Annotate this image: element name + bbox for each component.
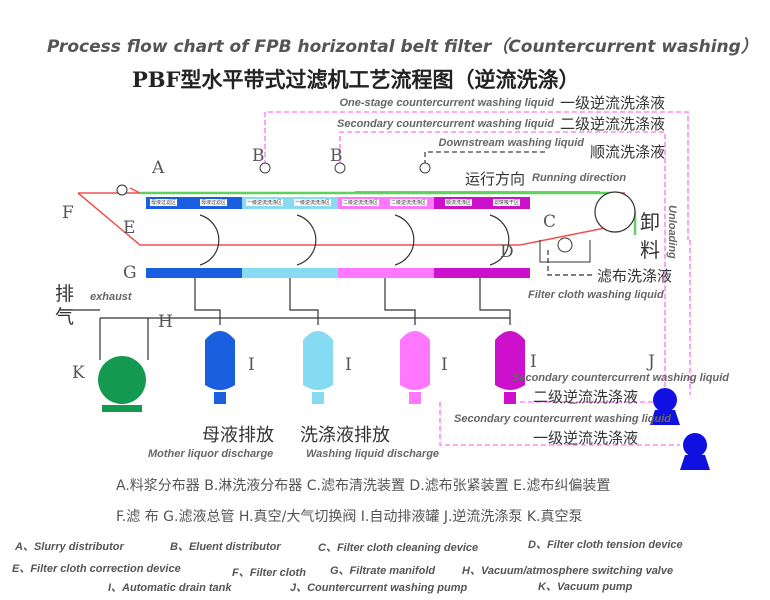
secondary-line xyxy=(339,131,666,410)
zone-label: 滤饼吸干区 xyxy=(493,199,521,206)
label-a: A xyxy=(152,158,165,178)
legend-en-a: A、Slurry distributor xyxy=(15,541,124,553)
label-k: K xyxy=(72,363,85,383)
manifold-purple xyxy=(434,268,530,278)
wash-lines xyxy=(264,111,691,446)
legend-en-c: C、Filter cloth cleaning device xyxy=(318,542,479,554)
label-d: D xyxy=(500,242,514,262)
legend-en-e: E、Filter cloth correction device xyxy=(12,563,181,575)
one-stage-label-cn: 一级逆流洗涤液 xyxy=(560,94,666,112)
downstream-label-cn: 顺流洗涤液 xyxy=(590,143,666,161)
sec-pump-label-cn: 二级逆流洗涤液 xyxy=(533,388,639,406)
drain-tank-lightblue xyxy=(303,331,333,390)
zone-label: 母液过滤区 xyxy=(200,199,228,206)
exhaust-cn-2: 气 xyxy=(55,306,75,328)
cloth-cleaning-tank xyxy=(539,240,591,263)
zone-label: 顺流洗涤区 xyxy=(445,199,473,206)
running-direction-en: Running direction xyxy=(532,172,627,184)
eluent-distributor-icon xyxy=(259,162,271,174)
cloth-wash-en: Filter cloth washing liquid xyxy=(528,289,664,301)
pump-line-3 xyxy=(439,402,680,446)
zone-label: 一级逆流洗涤区 xyxy=(246,199,284,206)
legend-en-d: D、Filter cloth tension device xyxy=(528,539,683,551)
legend-cn-line2: F.滤 布 G.滤液总管 H.真空/大气切换阀 I.自动排液罐 J.逆流洗涤泵 … xyxy=(116,509,583,525)
title-en: Process flow chart of FPB horizontal bel… xyxy=(47,37,758,57)
one-stage-line xyxy=(264,111,689,240)
zone-label: 二级逆流洗涤区 xyxy=(390,199,428,206)
wash-discharge-cn: 洗涤液排放 xyxy=(300,425,390,446)
legend-en-f: F、Filter cloth xyxy=(232,567,306,579)
title-cn: PBF型水平带式过滤机工艺流程图（逆流洗涤） xyxy=(132,67,580,92)
label-i: I xyxy=(530,352,537,372)
legend-cn-line1: A.料浆分布器 B.淋洗液分布器 C.滤布清洗装置 D.滤布张紧装置 E.滤布纠… xyxy=(116,478,611,494)
label-f: F xyxy=(62,203,74,223)
one-stage-label-en: One-stage countercurrent washing liquid xyxy=(339,97,554,109)
unloading-cn-2: 料 xyxy=(640,238,660,262)
roller-icon xyxy=(116,184,128,196)
label-b: B xyxy=(252,146,265,166)
drain-tank-blue xyxy=(205,331,235,390)
running-direction-cn: 运行方向 xyxy=(465,170,526,188)
secondary-label-cn: 二级逆流洗涤液 xyxy=(560,115,666,133)
zone-label: 二级逆流洗涤区 xyxy=(342,199,380,206)
drain-tanks xyxy=(205,331,525,404)
label-j: J xyxy=(648,352,655,372)
first-pump-label-cn: 一级逆流洗涤液 xyxy=(533,429,639,447)
label-e: E xyxy=(123,218,136,238)
exhaust-en: exhaust xyxy=(90,291,132,303)
label-i: I xyxy=(345,355,352,375)
drive-roller-icon xyxy=(594,191,636,233)
vacuum-pump-icon xyxy=(98,356,146,404)
mother-discharge-cn: 母液排放 xyxy=(202,425,274,446)
drain-tank-pink xyxy=(400,331,430,390)
unloading-cn-1: 卸 xyxy=(640,210,660,234)
manifold-lightblue xyxy=(242,268,338,278)
secondary-label-en: Secondary countercurrent washing liquid xyxy=(337,118,554,130)
drain-tank-purple xyxy=(495,331,525,390)
countercurrent-pump-icon xyxy=(653,388,677,412)
sec-pump-label-en: Secondary countercurrent washing liquid xyxy=(512,372,729,384)
zone-label: 一级逆流洗涤区 xyxy=(294,199,332,206)
legend-en-g: G、Filtrate manifold xyxy=(330,565,436,577)
unloading-en: Unloading xyxy=(666,205,678,259)
manifold-pink xyxy=(338,268,434,278)
label-i: I xyxy=(441,355,448,375)
downstream-line xyxy=(424,151,548,165)
countercurrent-pump-icon xyxy=(683,433,707,457)
cloth-wash-line xyxy=(547,250,595,276)
downstream-label-en: Downstream washing liquid xyxy=(438,137,584,149)
manifold-blue xyxy=(146,268,242,278)
legend-en-b: B、Eluent distributor xyxy=(170,541,281,553)
mother-discharge-en: Mother liquor discharge xyxy=(148,448,274,460)
zone-label: 母液过滤区 xyxy=(150,199,178,206)
label-g: G xyxy=(123,263,137,283)
legend-en-i: I、Automatic drain tank xyxy=(108,582,232,594)
label-h: H xyxy=(158,312,173,332)
label-i: I xyxy=(248,355,255,375)
eluent-distributor-icon xyxy=(419,162,431,174)
sec-pump2-label-en: Secondary countercurrent washing liquid xyxy=(454,413,671,425)
eluent-distributor-icon xyxy=(334,162,346,174)
label-b: B xyxy=(330,146,343,166)
legend-en-k: K、Vacuum pump xyxy=(538,581,633,593)
cloth-wash-cn: 滤布洗涤液 xyxy=(597,267,673,285)
label-c: C xyxy=(543,212,557,232)
wash-discharge-en: Washing liquid discharge xyxy=(306,448,440,460)
legend-en-h: H、Vacuum/atmosphere switching valve xyxy=(462,565,674,577)
exhaust-cn-1: 排 xyxy=(55,283,75,305)
legend-en-j: J、Countercurrent washing pump xyxy=(290,582,468,594)
